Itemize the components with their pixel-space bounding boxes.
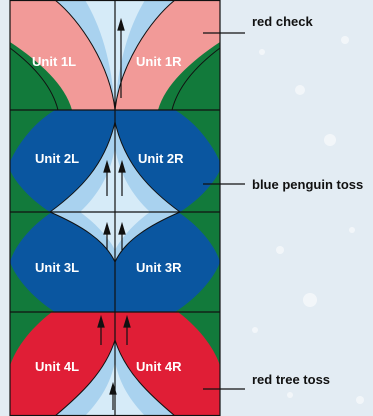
arrow-up-icon xyxy=(118,159,126,173)
unit-1l-label: Unit 1L xyxy=(32,54,76,69)
unit-3l-label: Unit 3L xyxy=(35,260,79,275)
unit-2l-label: Unit 2L xyxy=(35,151,79,166)
unit-1r-label: Unit 1R xyxy=(136,54,182,69)
arrow-up-icon xyxy=(103,221,111,235)
unit-4l-label: Unit 4L xyxy=(35,359,79,374)
unit-3l xyxy=(10,211,116,312)
unit-1l xyxy=(9,0,116,111)
arrow-up-icon xyxy=(123,314,131,328)
arrow-up-icon xyxy=(117,17,125,31)
arrow-up-icon xyxy=(103,159,111,173)
arrow-up-icon xyxy=(109,381,117,395)
callout-blue-penguin-toss: blue penguin toss xyxy=(252,177,364,192)
unit-2r-label: Unit 2R xyxy=(138,151,184,166)
unit-2r xyxy=(114,110,220,213)
unit-4l xyxy=(10,312,116,416)
callout-leaders xyxy=(203,32,245,390)
unit-4r xyxy=(114,312,220,416)
arrow-up-icon xyxy=(97,314,105,328)
unit-3r-label: Unit 3R xyxy=(136,260,182,275)
direction-arrows xyxy=(97,17,131,410)
unit-4r-label: Unit 4R xyxy=(136,359,182,374)
callout-red-tree-toss: red tree toss xyxy=(252,372,331,387)
arrow-up-icon xyxy=(118,221,126,235)
unit-3r xyxy=(114,211,220,312)
callout-red-check: red check xyxy=(252,14,313,29)
unit-2l xyxy=(10,110,116,213)
